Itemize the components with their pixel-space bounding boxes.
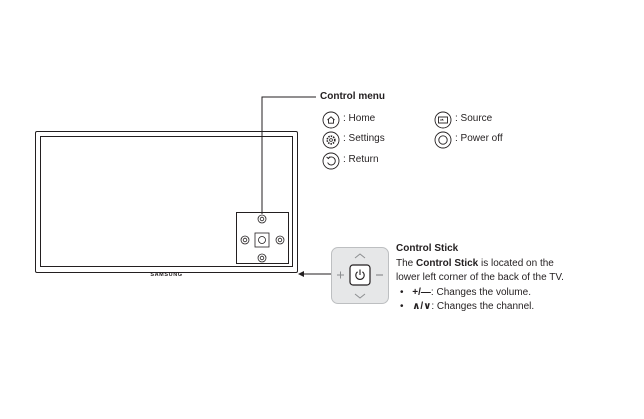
menu-item-label: : Home — [343, 113, 376, 124]
control-stick-title: Control Stick — [396, 243, 459, 254]
bullet-dot: • — [400, 301, 404, 312]
desc-bold: Control Stick — [416, 258, 479, 269]
menu-item-label: : Settings — [343, 133, 385, 144]
desc-prefix: The — [396, 258, 417, 269]
control-menu-leader-line — [261, 96, 316, 214]
control-stick-desc-line1: The Control Stick is located on the — [396, 258, 554, 270]
source-icon — [434, 111, 452, 129]
bullet-text: : Changes the volume. — [430, 287, 531, 298]
power-icon — [355, 269, 365, 280]
volume-symbol: +/— — [412, 287, 431, 298]
power-off-icon — [434, 131, 452, 149]
menu-item-label: : Source — [455, 113, 493, 124]
plus-icon — [337, 271, 344, 279]
tv-screen — [40, 136, 293, 267]
menu-item-label: : Return — [343, 154, 379, 165]
chevron-down-icon — [354, 293, 366, 299]
menu-item-label: : Power off — [455, 133, 503, 144]
bullet-dot: • — [400, 287, 404, 298]
panel-bottom-button — [257, 253, 267, 263]
panel-center-button — [254, 232, 270, 248]
panel-left-button — [240, 235, 250, 245]
control-stick-icons — [337, 253, 383, 299]
control-stick-desc-line2: lower left corner of the back of the TV. — [396, 272, 564, 283]
desc-suffix: is located on the — [478, 258, 554, 269]
home-icon — [322, 111, 340, 129]
chevron-up-icon — [354, 253, 366, 259]
panel-top-button — [257, 214, 267, 224]
channel-symbol: ∧/∨ — [412, 301, 432, 312]
return-icon — [322, 152, 340, 170]
stick-arrow-head — [298, 271, 304, 277]
bullet-channel: • ∧/∨: Changes the channel. — [400, 301, 534, 313]
control-menu-title: Control menu — [320, 91, 385, 102]
tv-frame — [35, 131, 298, 273]
bullet-volume: • +/—: Changes the volume. — [400, 287, 531, 299]
tv-brand-logo: SAMSUNG — [150, 272, 183, 278]
panel-right-button — [275, 235, 285, 245]
bullet-text: : Changes the channel. — [431, 301, 535, 312]
settings-icon — [322, 131, 340, 149]
